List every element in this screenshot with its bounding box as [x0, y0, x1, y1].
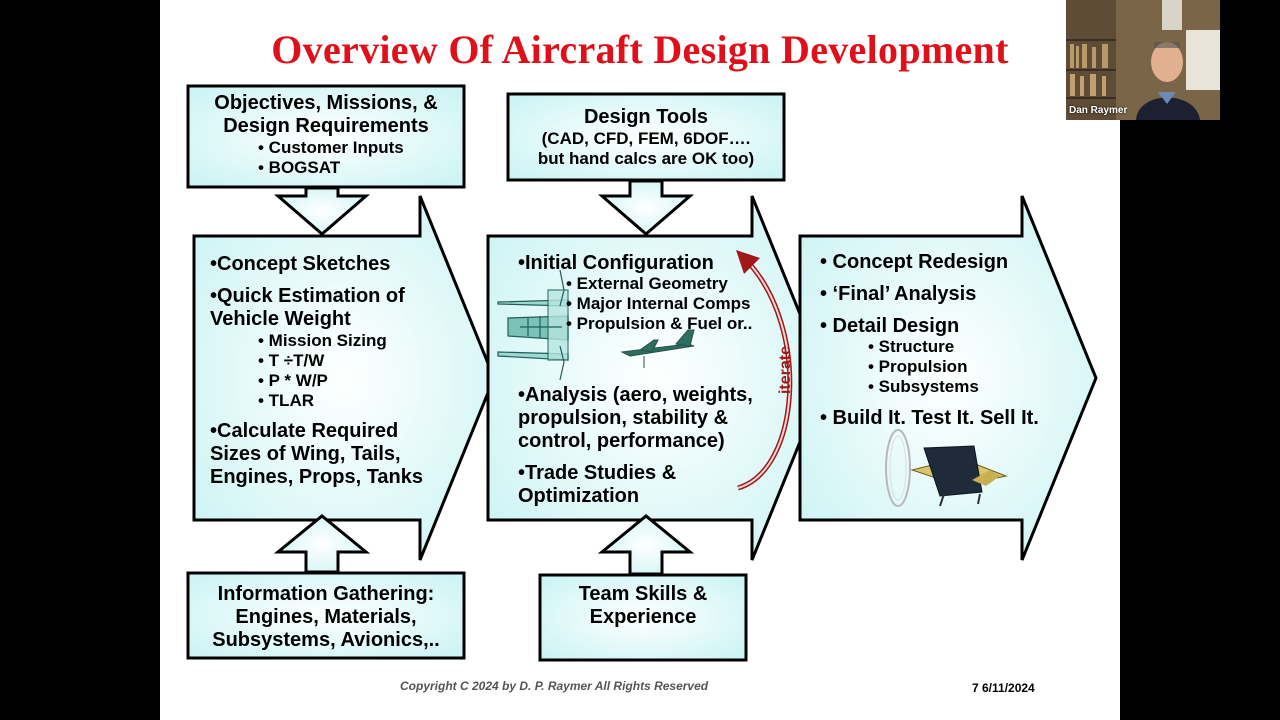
initial-sub-propulsion: • Propulsion & Fuel or..: [566, 314, 753, 333]
box-team: [538, 573, 748, 662]
redesign-sub-subsystems: • Subsystems: [868, 377, 979, 396]
aircraft-wireframe-image: [497, 269, 569, 381]
concept-bullet-calc: •Calculate Required Sizes of Wing, Tails…: [210, 420, 423, 489]
iterate-label: iterate: [777, 346, 794, 394]
redesign-bullet-detail: • Detail Design: [820, 315, 960, 337]
concept-calc-line3: Engines, Props, Tanks: [210, 466, 424, 488]
initial-analysis-line1: •Analysis (aero, weights,: [518, 384, 753, 406]
aircraft-render-image: [885, 429, 1008, 507]
redesign-bullet-final: • ‘Final’ Analysis: [820, 283, 977, 305]
video-participant-name: Dan Raymer: [1069, 105, 1128, 116]
initial-sub-geometry: • External Geometry: [566, 274, 728, 293]
initial-trade-line2: Optimization: [518, 485, 640, 507]
initial-analysis-line2: propulsion, stability &: [518, 407, 729, 429]
redesign-sub-propulsion: • Propulsion: [868, 357, 968, 376]
info-box-text: Information Gathering: Engines, Material…: [188, 583, 464, 652]
copyright: Copyright C 2024 by D. P. Raymer All Rig…: [400, 679, 709, 693]
video-tile[interactable]: Dan Raymer: [1066, 0, 1220, 120]
info-line3: Subsystems, Avionics,..: [212, 629, 440, 651]
down-arrow-objectives: [273, 186, 371, 236]
objectives-bullets: • Customer Inputs • BOGSAT: [258, 138, 404, 178]
redesign-bullet-concept: • Concept Redesign: [820, 251, 1009, 273]
objectives-heading-line2: Design Requirements: [223, 115, 429, 137]
concept-sub-list: • Mission Sizing • T ÷T/W • P * W/P • TL…: [258, 331, 387, 411]
iterate-arrowhead: [736, 250, 760, 274]
aircraft-side-image: [620, 329, 695, 368]
concept-calc-line1: •Calculate Required: [210, 420, 399, 442]
page-number-date: 7 6/11/2024: [972, 681, 1035, 695]
tools-heading: Design Tools: [583, 106, 709, 128]
box-tools: [506, 92, 786, 182]
team-line2: Experience: [589, 606, 697, 628]
up-arrow-team: [597, 514, 695, 576]
tools-line2: (CAD, CFD, FEM, 6DOF….: [541, 129, 751, 148]
objectives-bullet-bogsat: • BOGSAT: [258, 158, 341, 177]
up-arrow-info: [273, 514, 371, 574]
redesign-sub-structure: • Structure: [868, 337, 955, 356]
tools-line3: but hand calcs are OK too): [537, 149, 755, 168]
concept-sub-tlar: • TLAR: [258, 391, 314, 410]
objectives-heading-line1: Objectives, Missions, &: [214, 92, 438, 114]
team-box-text: Team Skills & Experience: [540, 583, 746, 629]
box-info: [186, 571, 466, 660]
initial-bullet-analysis: •Analysis (aero, weights, propulsion, st…: [518, 384, 753, 453]
initial-bullet-config: •Initial Configuration: [518, 252, 714, 274]
info-line2: Engines, Materials,: [235, 606, 417, 628]
initial-trade-line1: •Trade Studies &: [518, 462, 677, 484]
down-arrow-tools: [597, 179, 695, 236]
concept-weight-line1: •Quick Estimation of: [210, 285, 405, 307]
redesign-sub-list: • Structure • Propulsion • Subsystems: [868, 337, 979, 397]
initial-bullet-trade: •Trade Studies & Optimization: [518, 462, 676, 508]
concept-sub-mission: • Mission Sizing: [258, 331, 387, 350]
redesign-bullet-build: • Build It. Test It. Sell It.: [820, 407, 1039, 429]
concept-bullet-sketches: •Concept Sketches: [210, 253, 391, 275]
slide: Overview Of Aircraft Design Development …: [160, 0, 1120, 720]
concept-weight-line2: Vehicle Weight: [210, 308, 351, 330]
info-line1: Information Gathering:: [217, 583, 435, 605]
box-objectives: [186, 84, 466, 189]
team-line1: Team Skills &: [578, 583, 708, 605]
initial-sub-list: • External Geometry • Major Internal Com…: [566, 274, 752, 334]
arrow-redesign: [798, 195, 1098, 561]
initial-analysis-line3: control, performance): [518, 430, 725, 452]
diagram-shapes: iterate: [186, 84, 1098, 662]
initial-sub-internal: • Major Internal Comps: [566, 294, 751, 313]
concept-calc-line2: Sizes of Wing, Tails,: [210, 443, 401, 465]
speaker-video-image: [1066, 0, 1220, 120]
concept-bullet-weight: •Quick Estimation of Vehicle Weight: [210, 285, 405, 331]
arrow-concept: [192, 195, 496, 561]
objectives-heading: Objectives, Missions, & Design Requireme…: [188, 92, 464, 138]
arrow-initial: [486, 195, 828, 561]
tools-text: Design Tools (CAD, CFD, FEM, 6DOF…. but …: [508, 106, 784, 169]
objectives-bullet-customer: • Customer Inputs: [258, 138, 404, 157]
concept-sub-pwp: • P * W/P: [258, 371, 328, 390]
slide-title: Overview Of Aircraft Design Development: [271, 27, 1009, 72]
concept-sub-tw: • T ÷T/W: [258, 351, 325, 370]
